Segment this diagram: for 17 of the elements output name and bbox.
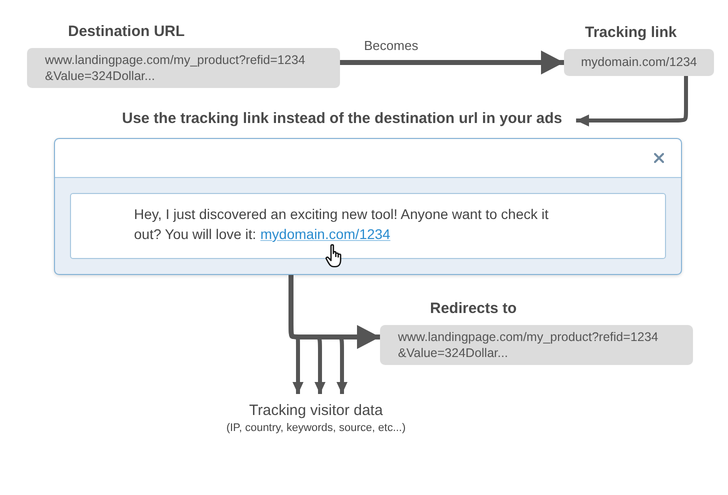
arrow [576,76,688,126]
caption-detail: (IP, country, keywords, source, etc...) [225,421,407,436]
dialog-window [54,138,682,275]
box-heading: Redirects to [430,301,517,317]
edge-label: Becomes [362,38,420,53]
caption-title: Tracking visitor data [248,401,384,420]
url-text: www.landingpage.com/my_product?refid=1234 &Value=324Dollar... [398,329,660,361]
link-text: mydomain.com/1234 [260,226,390,242]
url-text: mydomain.com/1234 [580,54,698,70]
box-heading: Destination URL [68,24,185,40]
message-text: Hey, I just discovered an exciting new tool! Anyone want to check it out? You will love it: mydomain.com/1234 [134,205,550,244]
url-text: www.landingpage.com/my_product?refid=1234 &Value=324Dollar... [45,52,306,84]
message-input-field [70,193,666,259]
box-heading: Tracking link [585,25,677,41]
arrow [340,50,564,74]
arrow [288,275,380,349]
instruction-text: Use the tracking link instead of the destination url in your ads [122,110,562,127]
